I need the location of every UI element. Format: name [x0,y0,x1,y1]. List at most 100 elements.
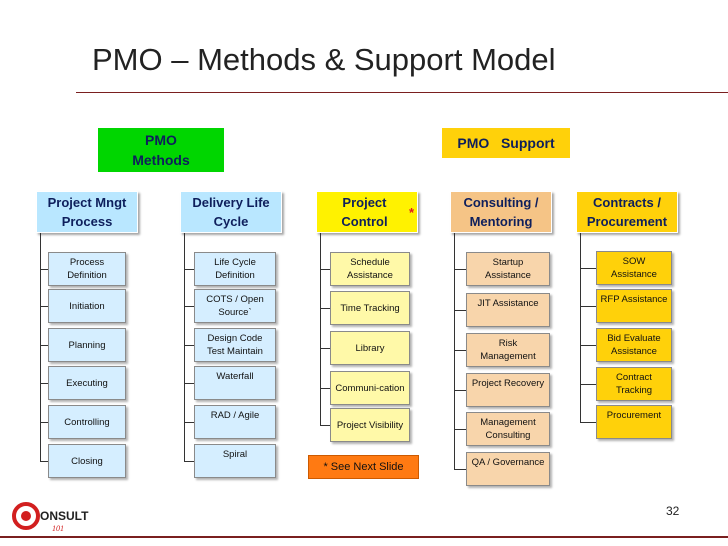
leaf-label: Life Cycle Definition [214,257,256,281]
leaf-label: Controlling [64,416,110,428]
leaf-box-management-consulting: Management Consulting [466,412,550,446]
leaf-box-executing: Executing [48,366,126,400]
page-number: 32 [666,504,680,518]
leaf-box-startup-assistance: Startup Assistance [466,252,550,286]
leaf-box-planning: Planning [48,328,126,362]
column-heading-label: Delivery Life Cycle [192,195,270,229]
leaf-box-waterfall: Waterfall [194,366,276,400]
leaf-box-jit-assistance: JIT Assistance [466,293,550,327]
leaf-label: Initiation [69,300,105,312]
leaf-box-initiation: Initiation [48,289,126,323]
leaf-connector-stub [40,383,48,384]
leaf-connector-stub [580,384,596,385]
leaf-connector-stub [454,310,466,311]
column-heading-project-control: Project Control * [316,191,418,233]
leaf-box-qa-governance: QA / Governance [466,452,550,486]
column-connector-line [40,233,41,461]
column-heading-label: Project Mngt Process [47,195,127,229]
column-heading-label: Contracts / Procurement [586,195,668,229]
pmo-methods-box: PMO Methods [98,128,224,172]
leaf-connector-stub [184,461,194,462]
pmo-support-label: PMO Support [457,135,555,151]
leaf-connector-stub [40,422,48,423]
leaf-label: COTS / Open Source` [206,294,264,318]
leaf-box-process-definition: Process Definition [48,252,126,286]
column-heading-contracts-procurement: Contracts / Procurement [576,191,678,233]
leaf-label: JIT Assistance [477,298,539,309]
leaf-label: SOW Assistance [611,256,657,280]
leaf-connector-stub [580,345,596,346]
leaf-connector-stub [184,383,194,384]
leaf-label: Procurement [606,410,662,421]
leaf-label: Communi-cation [335,382,405,394]
leaf-box-cots-open-source: COTS / Open Source` [194,289,276,323]
leaf-box-project-recovery: Project Recovery [466,373,550,407]
leaf-connector-stub [320,425,330,426]
leaf-connector-stub [184,269,194,270]
footer-rule [0,536,728,538]
leaf-connector-stub [184,306,194,307]
leaf-connector-stub [320,269,330,270]
column-heading-label: Project Control [341,195,388,229]
leaf-connector-stub [454,390,466,391]
leaf-connector-stub [320,308,330,309]
svg-text:ONSULT: ONSULT [40,509,89,523]
leaf-label: Time Tracking [340,302,400,314]
leaf-box-controlling: Controlling [48,405,126,439]
leaf-label: RAD / Agile [210,410,260,421]
leaf-box-closing: Closing [48,444,126,478]
column-connector-line [320,233,321,425]
leaf-label: Executing [66,377,108,389]
leaf-connector-stub [454,350,466,351]
leaf-box-library: Library [330,331,410,365]
column-heading-project-mngt-process: Project Mngt Process [36,191,138,233]
footnote-marker: * [408,204,414,220]
see-next-slide-note: * See Next Slide [308,455,419,479]
leaf-connector-stub [454,429,466,430]
leaf-label: Bid Evaluate Assistance [607,333,661,357]
page-title: PMO – Methods & Support Model [92,42,556,77]
leaf-box-spiral: Spiral [194,444,276,478]
leaf-label: Project Recovery [471,378,545,389]
leaf-label: QA / Governance [471,457,545,468]
leaf-label: RFP Assistance [600,294,668,305]
leaf-label: Schedule Assistance [347,257,393,281]
pmo-support-box: PMO Support [442,128,570,158]
leaf-box-sow-assistance: SOW Assistance [596,251,672,285]
leaf-box-bid-evaluate-assistance: Bid Evaluate Assistance [596,328,672,362]
column-heading-delivery-life-cycle: Delivery Life Cycle [180,191,282,233]
leaf-connector-stub [320,388,330,389]
column-connector-line [454,233,455,469]
column-heading-label: Consulting / Mentoring [463,195,539,229]
svg-text:101: 101 [52,524,64,533]
leaf-connector-stub [580,268,596,269]
leaf-connector-stub [454,469,466,470]
leaf-box-communi-cation: Communi-cation [330,371,410,405]
leaf-connector-stub [580,306,596,307]
leaf-connector-stub [40,461,48,462]
pmo-methods-label: PMO Methods [132,132,190,168]
leaf-box-schedule-assistance: Schedule Assistance [330,252,410,286]
column-connector-line [580,233,581,422]
leaf-label: Planning [68,339,106,351]
leaf-connector-stub [454,269,466,270]
leaf-box-life-cycle-definition: Life Cycle Definition [194,252,276,286]
leaf-box-rad-agile: RAD / Agile [194,405,276,439]
leaf-connector-stub [184,345,194,346]
leaf-box-project-visibility: Project Visibility [330,408,410,442]
leaf-label: Startup Assistance [485,257,531,281]
leaf-box-contract-tracking: Contract Tracking [596,367,672,401]
leaf-label: Closing [71,455,103,467]
leaf-box-time-tracking: Time Tracking [330,291,410,325]
leaf-box-procurement: Procurement [596,405,672,439]
leaf-label: Risk Management [480,338,536,362]
leaf-label: Management Consulting [480,417,536,441]
leaf-box-risk-management: Risk Management [466,333,550,367]
leaf-label: Process Definition [67,257,107,281]
leaf-connector-stub [40,269,48,270]
title-underline [76,92,728,93]
leaf-label: Contract Tracking [615,372,653,396]
leaf-connector-stub [580,422,596,423]
consult-logo-icon: ONSULT 101 [12,502,89,533]
leaf-connector-stub [40,306,48,307]
